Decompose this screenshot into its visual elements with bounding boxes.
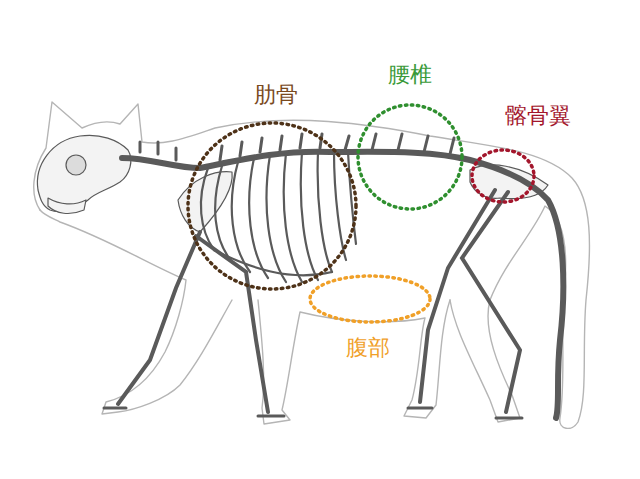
dotted-outline bbox=[470, 148, 536, 204]
region-ellipse bbox=[310, 276, 430, 322]
region-ellipse bbox=[188, 123, 356, 289]
dotted-outline bbox=[186, 121, 358, 291]
region-ellipse bbox=[472, 150, 534, 202]
ilium-region: 髂骨翼 bbox=[470, 148, 536, 204]
dotted-outline bbox=[356, 103, 464, 211]
region-label: 腹部 bbox=[346, 336, 390, 360]
region-label: 腰椎 bbox=[388, 63, 432, 87]
lumbar-region: 腰椎 bbox=[356, 103, 464, 211]
rib-region: 肋骨 bbox=[186, 121, 358, 291]
abdomen-region: 腹部 bbox=[308, 274, 432, 324]
region-label: 肋骨 bbox=[254, 83, 298, 107]
dotted-outline bbox=[308, 274, 432, 324]
region-ellipse bbox=[358, 105, 462, 209]
region-label: 髂骨翼 bbox=[505, 104, 571, 128]
